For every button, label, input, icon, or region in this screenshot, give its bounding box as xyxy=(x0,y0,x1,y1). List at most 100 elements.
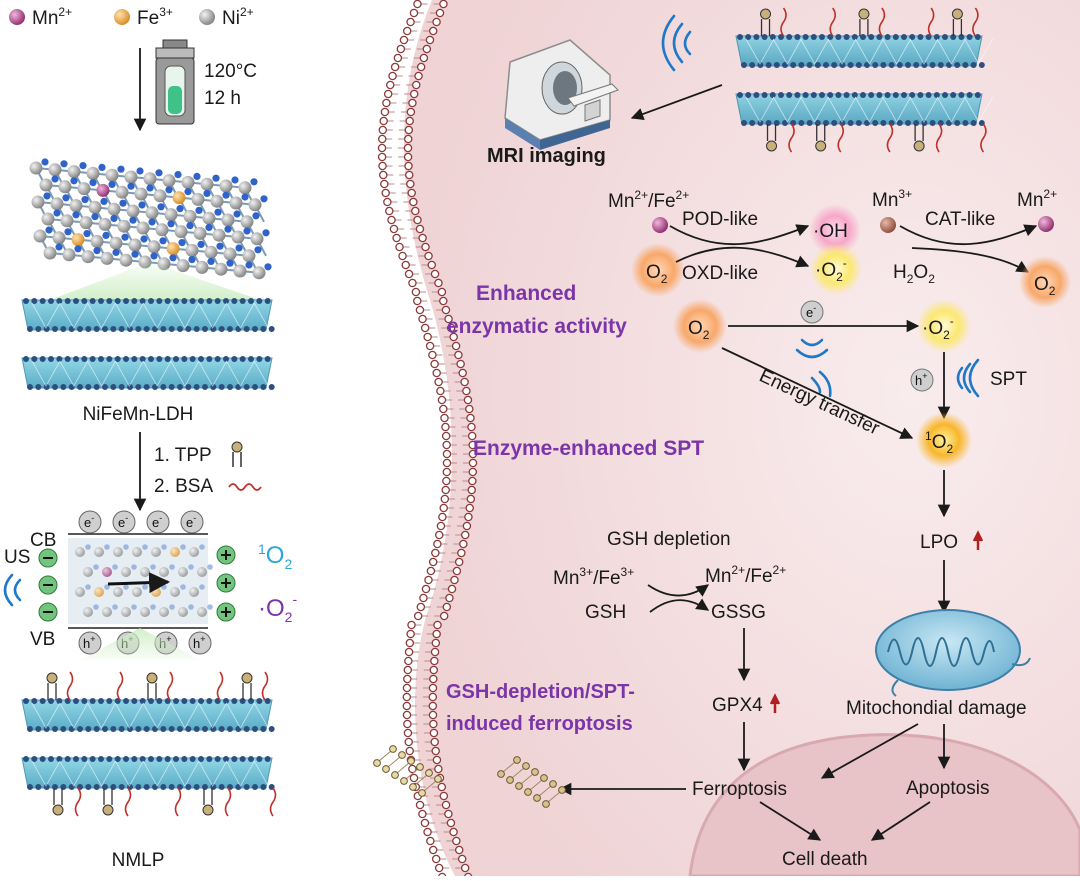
sheet-atom xyxy=(106,756,113,762)
lattice-metal-ion xyxy=(121,607,131,617)
lipid-head xyxy=(460,530,470,540)
mn-ion-icon xyxy=(652,217,668,233)
sheet-atom xyxy=(855,120,862,126)
lipid-head xyxy=(409,783,417,791)
o2-spt-reactant: O2 xyxy=(688,318,710,342)
sheet-atom xyxy=(917,34,924,40)
lipid-head xyxy=(385,206,394,216)
lipid-head xyxy=(403,143,413,153)
lattice-oxygen xyxy=(199,584,205,590)
lattice-oxygen xyxy=(165,186,173,194)
lipid-fragment xyxy=(373,745,442,797)
lipid-head xyxy=(429,728,439,738)
sheet-atom xyxy=(123,698,129,704)
sheet-atom xyxy=(127,326,133,332)
lattice-metal-ion xyxy=(109,236,123,250)
electron-label: e- xyxy=(118,513,128,530)
lipid-head xyxy=(390,62,400,72)
sheet-atom xyxy=(950,34,957,40)
lipid-head xyxy=(420,818,430,828)
lattice-metal-ion xyxy=(153,189,167,203)
sheet-edge xyxy=(882,38,912,65)
sheet-atom xyxy=(966,92,973,98)
sheet-atom xyxy=(48,298,54,304)
bsa-ligand xyxy=(216,671,224,701)
sheet-atom xyxy=(89,698,96,704)
lipid-head xyxy=(396,44,406,54)
lattice-oxygen xyxy=(146,184,154,192)
fe-ion-icon xyxy=(114,9,130,25)
ion-legend: Mn2+ Fe3+ Ni2+ xyxy=(9,5,254,29)
sheet-atom xyxy=(60,726,67,732)
sheet-atom xyxy=(905,120,911,126)
sheet-atom xyxy=(39,756,46,762)
sheet-atom xyxy=(806,62,813,68)
sheet-atom xyxy=(81,756,88,762)
sheet-atom xyxy=(85,784,92,790)
mn-fe-2-label: Mn2+/Fe2+ xyxy=(608,188,689,212)
sheet-atom xyxy=(235,384,242,390)
lipid-head xyxy=(428,845,438,855)
sheet-atom xyxy=(185,384,192,390)
sheet-atom xyxy=(148,356,154,362)
sheet-edge xyxy=(59,760,89,787)
sheet-atom xyxy=(737,34,743,40)
lipid-head xyxy=(413,0,422,9)
sheet-atom xyxy=(52,384,58,390)
sheet-atom xyxy=(93,326,100,332)
sheet-atom xyxy=(757,62,764,68)
lipid-head xyxy=(426,566,436,576)
tpp-ligand xyxy=(815,140,827,152)
vb-label: VB xyxy=(30,629,55,650)
sheet-atom xyxy=(790,62,797,68)
lattice-oxygen xyxy=(233,210,241,218)
sheet-edge xyxy=(253,360,283,387)
lipid-head xyxy=(462,521,472,531)
lattice-metal-ion xyxy=(200,177,214,191)
sheet-atom xyxy=(118,784,125,790)
sheet-atom xyxy=(27,784,33,790)
lattice-metal-ion xyxy=(134,187,148,201)
sheet-atom xyxy=(52,326,58,332)
lattice-oxygen xyxy=(140,235,148,243)
sheet-atom xyxy=(93,784,100,790)
lattice-metal-ion xyxy=(77,182,91,196)
sheet-atom xyxy=(847,62,854,68)
tpp-ligand xyxy=(47,683,57,700)
sheet-atom xyxy=(35,784,42,790)
sheet-atom xyxy=(73,756,79,762)
lipid-head xyxy=(449,332,458,342)
sheet-atom xyxy=(148,756,154,762)
sheet-atom xyxy=(93,384,100,390)
lipid-head xyxy=(409,773,419,783)
sheet-atom xyxy=(168,784,175,790)
lattice-metal-ion xyxy=(100,251,114,265)
sheet-atom xyxy=(909,92,916,98)
sheet-edge xyxy=(964,38,994,65)
sheet-atom xyxy=(106,356,113,362)
redox-arrow-bottom xyxy=(649,598,710,613)
sheet-atom xyxy=(156,698,163,704)
heading-ferroptosis-line2: induced ferroptosis xyxy=(446,713,633,735)
lattice-oxygen xyxy=(264,263,272,271)
lipid-head xyxy=(465,503,474,513)
lattice-oxygen xyxy=(231,176,239,184)
lipid-head xyxy=(387,215,396,225)
lattice-oxygen xyxy=(150,564,156,570)
lipid-head xyxy=(442,458,452,468)
lipid-head xyxy=(436,521,446,531)
sheet-atom xyxy=(81,356,88,362)
sheet-atom xyxy=(189,698,196,704)
lattice-oxygen xyxy=(108,180,116,188)
mn3-fe3-label: Mn3+/Fe3+ xyxy=(553,565,634,589)
sheet-atom xyxy=(823,120,829,126)
sheet-atom xyxy=(876,92,883,98)
sheet-atom xyxy=(189,356,196,362)
lattice-metal-ion xyxy=(113,547,123,557)
lattice-metal-ion xyxy=(75,587,85,597)
lipid-head xyxy=(404,269,414,279)
lattice-oxygen xyxy=(131,564,137,570)
ferroptosis-to-death-arrow xyxy=(759,801,822,841)
sheet-atom xyxy=(23,298,29,304)
lipid-head xyxy=(377,134,387,144)
